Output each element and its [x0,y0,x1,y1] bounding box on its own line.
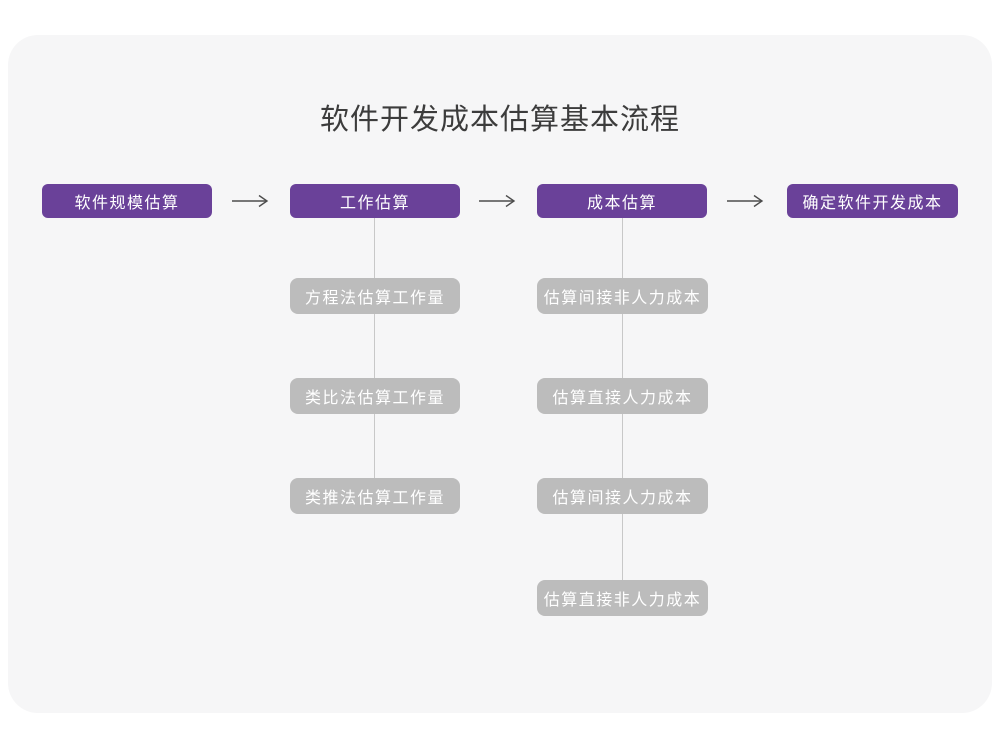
diagram-card-background [8,35,992,713]
sub-step-label: 类推法估算工作量 [304,490,445,507]
connector-line-work-estimation [374,218,375,480]
flow-step-label: 工作估算 [339,195,410,212]
sub-step-label: 估算直接非人力成本 [543,592,702,609]
sub-step-indirect-labor-cost: 估算间接人力成本 [537,478,708,514]
flow-step-label: 确定软件开发成本 [802,195,943,212]
flow-step-determine-development-cost: 确定软件开发成本 [787,184,958,218]
sub-step-label: 方程法估算工作量 [304,290,445,307]
page-title: 软件开发成本估算基本流程 [319,104,680,136]
arrow-right-icon [727,194,764,208]
sub-step-direct-non-labor-cost: 估算直接非人力成本 [537,580,708,616]
arrow-right-icon [232,194,269,208]
sub-step-label: 类比法估算工作量 [304,390,445,407]
sub-step-label: 估算间接人力成本 [552,490,693,507]
sub-step-extrapolation-method: 类推法估算工作量 [290,478,460,514]
flow-step-cost-estimation: 成本估算 [537,184,707,218]
sub-step-direct-labor-cost: 估算直接人力成本 [537,378,708,414]
flow-step-work-estimation: 工作估算 [290,184,460,218]
flow-step-software-scale-estimation: 软件规模估算 [42,184,212,218]
sub-step-label: 估算间接非人力成本 [543,290,702,307]
arrow-right-icon [479,194,516,208]
sub-step-analogy-method: 类比法估算工作量 [290,378,460,414]
sub-step-equation-method: 方程法估算工作量 [290,278,460,314]
flow-step-label: 成本估算 [586,195,657,212]
sub-step-label: 估算直接人力成本 [552,390,693,407]
flow-step-label: 软件规模估算 [74,195,180,212]
sub-step-indirect-non-labor-cost: 估算间接非人力成本 [537,278,708,314]
